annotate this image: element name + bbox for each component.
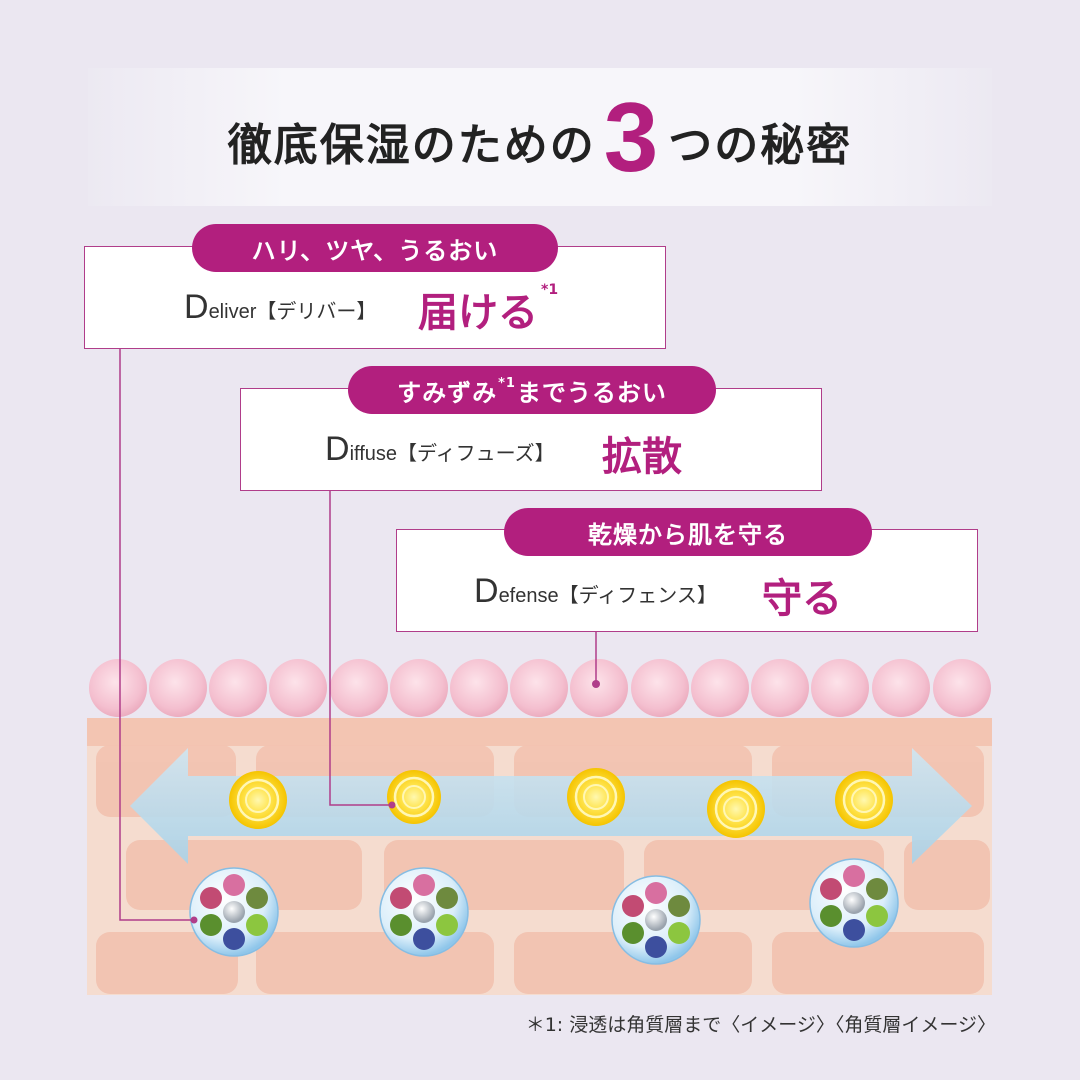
moisture-orb-icon xyxy=(229,771,287,829)
moisture-orb-icon xyxy=(387,770,441,824)
term-diffuse: D iffuse 【ディフューズ】 xyxy=(325,430,555,468)
skin-cell-row xyxy=(89,659,991,717)
title-suffix: つの秘密 xyxy=(668,120,853,171)
ingredient-capsule-icon xyxy=(611,875,701,965)
page-title: 徹底保湿のための 3 つの秘密 xyxy=(0,76,1080,206)
ingredient-capsule-icon xyxy=(379,867,469,957)
footnote: ＊1: 浸透は角質層まで〈イメージ〉〈角質層イメージ〉 xyxy=(525,1014,996,1036)
moisture-orb-icon xyxy=(835,771,893,829)
japanese-diffuse: 拡散 xyxy=(602,434,682,480)
secret-tag-deliver: ハリ、ツヤ、うるおい xyxy=(192,224,558,272)
moisture-orbs xyxy=(229,768,893,838)
secret-tag-defense: 乾燥から肌を守る xyxy=(504,508,872,556)
term-defense: D efense 【ディフェンス】 xyxy=(474,572,717,610)
title-prefix: 徹底保湿のための xyxy=(227,120,596,171)
ingredient-capsules xyxy=(189,858,899,965)
title-band xyxy=(88,68,992,206)
term-deliver: D eliver 【デリバー】 xyxy=(184,288,377,326)
diffusion-arrow-icon xyxy=(130,748,972,864)
moisture-orb-icon xyxy=(707,780,765,838)
japanese-deliver: 届ける*1 xyxy=(418,281,559,336)
ingredient-capsule-icon xyxy=(189,867,279,957)
leader-lines xyxy=(119,348,597,921)
japanese-defense: 守る xyxy=(762,576,842,622)
ingredient-capsule-icon xyxy=(809,858,899,948)
title-number: 3 xyxy=(603,82,661,192)
moisture-orb-icon xyxy=(567,768,625,826)
